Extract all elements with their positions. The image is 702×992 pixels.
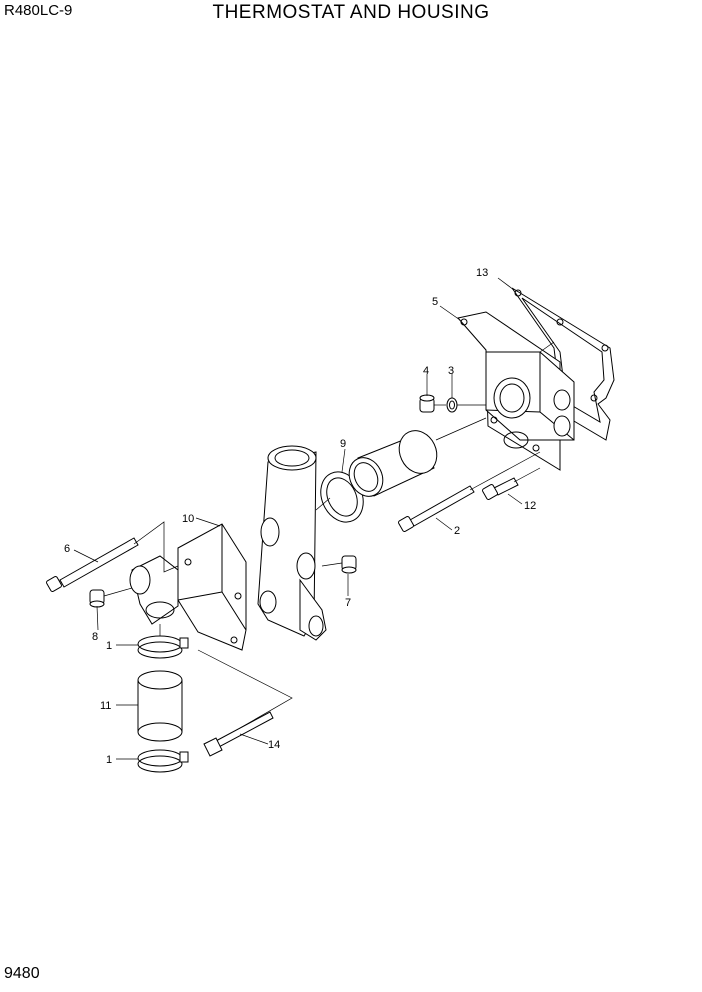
leader-lines (73, 277, 523, 760)
callout-2: 2 (454, 525, 460, 537)
callout-14: 14 (268, 739, 280, 751)
part-12-short-bolt (482, 477, 519, 500)
callout-8: 8 (92, 631, 98, 643)
callout-1-lower: 1 (106, 754, 112, 766)
callout-4: 4 (423, 365, 429, 377)
part-14-sender-stud (203, 711, 274, 757)
page-title: THERMOSTAT AND HOUSING (212, 2, 490, 23)
part-10-water-outlet-housing (129, 445, 327, 651)
part-3-o-ring (446, 397, 458, 413)
callout-5: 5 (432, 296, 438, 308)
callout-13: 13 (476, 267, 488, 279)
callout-labels: 13 5 4 3 9 2 12 7 8 6 10 1 11 1 14 (64, 267, 536, 766)
part-5-thermostat-housing (457, 311, 575, 471)
part-6-long-bolt (46, 537, 139, 592)
part-8-plug (89, 589, 105, 608)
callout-11: 11 (100, 700, 111, 712)
callout-9: 9 (340, 438, 346, 450)
callout-7: 7 (345, 597, 351, 609)
callout-6: 6 (64, 543, 70, 555)
page-number: 9480 (4, 965, 40, 982)
part-11-hose (137, 670, 183, 742)
model-code: R480LC-9 (4, 2, 73, 19)
callout-12: 12 (524, 500, 536, 512)
callout-10: 10 (182, 513, 194, 525)
assembly-guide-lines (103, 341, 555, 729)
part-1-hose-clamp-lower (137, 749, 189, 773)
part-7-plug (341, 555, 357, 574)
thermostat-sleeve (348, 430, 438, 497)
part-1-hose-clamp-upper (137, 635, 189, 659)
callout-1-upper: 1 (106, 640, 112, 652)
callout-3: 3 (448, 365, 454, 377)
part-2-long-bolt (398, 485, 475, 532)
part-4-plug (419, 394, 435, 413)
